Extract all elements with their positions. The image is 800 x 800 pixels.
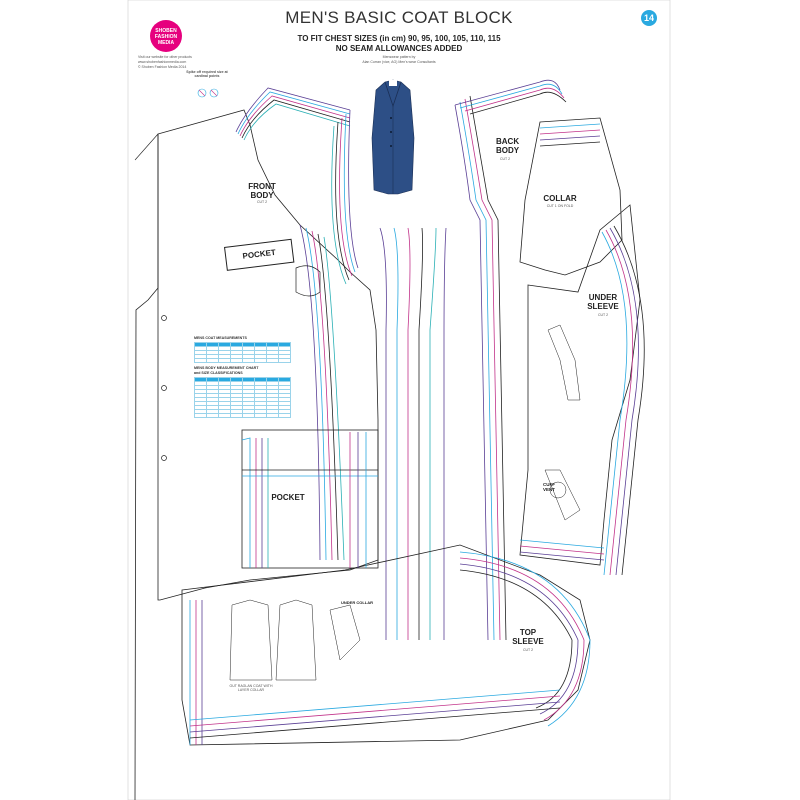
under-sleeve-label: UNDER SLEEVE <box>587 293 619 311</box>
page-title: MEN'S BASIC COAT BLOCK <box>285 8 513 27</box>
spike-note: Spike off required size at cardinal poin… <box>186 70 228 78</box>
sheet-number-badge: 14 <box>641 10 657 26</box>
logo-badge: SHOBEN FASHION MEDIA <box>150 20 182 52</box>
cuff-vent-label: CUFF VENT <box>542 482 555 492</box>
collar-outline <box>519 117 623 276</box>
back-body-cut: CUT 2 <box>500 157 511 161</box>
seam-line: NO SEAM ALLOWANCES ADDED <box>335 44 463 53</box>
back-body-label: BACK BODY <box>496 137 520 155</box>
coat-measurements-title: MENS COAT MEASUREMENTS <box>194 336 247 340</box>
coat-illustration <box>371 79 415 195</box>
scissors-icon <box>197 88 219 98</box>
coat-measurements-table <box>194 342 291 363</box>
credit-line-1: Menswear pattern by <box>382 55 416 59</box>
body-measurements-table <box>194 377 291 418</box>
front-body-cut: CUT 2 <box>256 200 268 204</box>
front-body-outline <box>157 109 379 601</box>
website-url: www.shobenfashionmedia.com <box>138 60 187 64</box>
pocket-lower-label: POCKET <box>271 493 305 502</box>
top-sleeve-label: TOP SLEEVE <box>512 628 544 646</box>
top-sleeve-cut: CUT 2 <box>522 648 534 652</box>
credit-line-2: Alan Curran (vice, AG) Men's wear Consul… <box>362 60 436 64</box>
under-collar-label: UNDER COLLAR <box>341 600 373 605</box>
illustration-caption: OUT RAGLAN COAT WITH LAYER COLLAR <box>229 684 273 692</box>
under-sleeve-cut: CUT 2 <box>597 313 609 317</box>
visit-note: Visit our website for other products <box>138 55 192 59</box>
front-body-label: FRONT BODY <box>248 182 276 200</box>
collar-cut: CUT 1 ON FOLD <box>546 204 574 208</box>
sizes-line: TO FIT CHEST SIZES (in cm) 90, 95, 100, … <box>297 34 501 43</box>
top-sleeve-outline <box>181 544 591 746</box>
collar-label: COLLAR <box>543 194 577 203</box>
body-measurements-title-1: MENS BODY MEASUREMENT CHART <box>194 366 259 370</box>
copyright-note: © Shoben Fashion Media 2014 <box>138 65 187 69</box>
under-sleeve-outline <box>519 204 641 566</box>
body-measurements-title-2: and SIZE CLASSIFICATIONS <box>194 371 243 375</box>
